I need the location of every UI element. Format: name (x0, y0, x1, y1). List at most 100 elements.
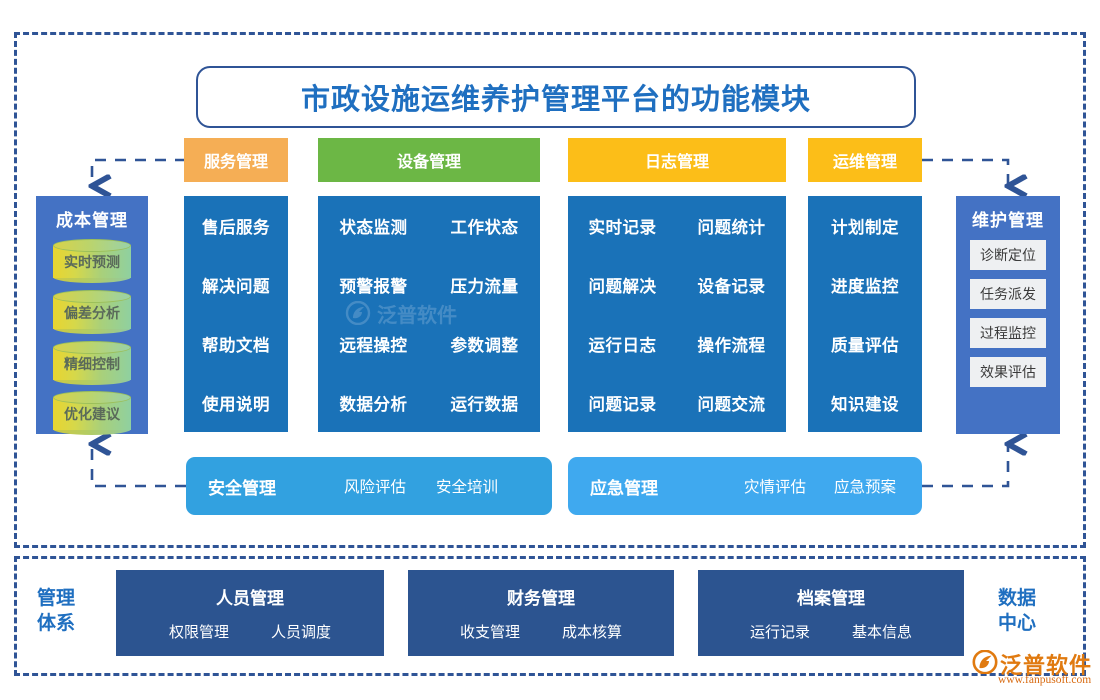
personnel-items: 权限管理 人员调度 (169, 621, 331, 642)
tab-service-label: 服务管理 (203, 154, 268, 171)
module-item[interactable]: 帮助文档 (202, 336, 270, 355)
module-item[interactable]: 实时记录 (588, 218, 657, 237)
module-item[interactable]: 数据分析 (339, 395, 408, 414)
emergency-management-row[interactable]: 应急管理 灾情评估 应急预案 (568, 457, 922, 515)
module-item[interactable]: 质量评估 (831, 336, 899, 355)
tab-log[interactable]: 日志管理 (568, 138, 786, 182)
cost-management-title: 成本管理 (56, 211, 128, 230)
panel-row: 状态监测 工作状态 (318, 196, 540, 255)
module-item[interactable]: 预警报警 (339, 277, 408, 296)
cost-item-label: 精细控制 (64, 355, 120, 372)
safety-item[interactable]: 安全培训 (436, 479, 499, 496)
cost-cylinder[interactable]: 实时预测 (53, 239, 131, 283)
safety-item[interactable]: 风险评估 (344, 479, 407, 496)
cylinder-top (53, 239, 131, 252)
logo-text: 泛普软件 (1000, 653, 1093, 678)
data-center-label-line1: 数据 (997, 588, 1036, 609)
diagram-title: 市政设施运维养护管理平台的功能模块 (300, 84, 811, 116)
panel-row: 问题解决 设备记录 (568, 255, 786, 314)
company-logo: 泛普软件 www.fanpusoft.com (972, 648, 1092, 694)
module-item[interactable]: 参数调整 (450, 336, 519, 355)
diagram-title-box: 市政设施运维养护管理平台的功能模块 (196, 66, 916, 128)
panel-row: 实时记录 问题统计 (568, 196, 786, 255)
panel-equipment: 状态监测 工作状态 预警报警 压力流量 远程操控 参数调整 数据分析 运行数据 (318, 196, 540, 432)
management-system-label: 管理 体系 (30, 586, 82, 636)
personnel-item[interactable]: 人员调度 (271, 624, 332, 641)
panel-row: 售后服务 (184, 196, 288, 255)
panel-row: 解决问题 (184, 255, 288, 314)
archive-management-box[interactable]: 档案管理 运行记录 基本信息 (698, 570, 964, 656)
module-item[interactable]: 使用说明 (202, 395, 270, 414)
panel-row: 进度监控 (808, 255, 922, 314)
module-item[interactable]: 设备记录 (697, 277, 766, 296)
module-item[interactable]: 问题交流 (697, 395, 766, 414)
maintenance-management-column: 维护管理 诊断定位 任务派发 过程监控 效果评估 (956, 196, 1060, 434)
panel-row: 帮助文档 (184, 314, 288, 373)
module-item[interactable]: 操作流程 (697, 336, 766, 355)
module-item[interactable]: 问题统计 (697, 218, 766, 237)
cost-item-label: 偏差分析 (64, 304, 120, 321)
module-item[interactable]: 解决问题 (202, 277, 270, 296)
archive-items: 运行记录 基本信息 (750, 621, 912, 642)
module-item[interactable]: 运行数据 (450, 395, 519, 414)
safety-management-row[interactable]: 安全管理 风险评估 安全培训 (186, 457, 552, 515)
module-item[interactable]: 问题记录 (588, 395, 657, 414)
tab-ops[interactable]: 运维管理 (808, 138, 922, 182)
finance-item[interactable]: 成本核算 (562, 624, 623, 641)
cost-cylinder[interactable]: 精细控制 (53, 340, 131, 385)
cylinder-top (53, 340, 131, 354)
module-item[interactable]: 售后服务 (202, 218, 270, 237)
archive-item[interactable]: 运行记录 (749, 624, 810, 641)
maintenance-item[interactable]: 效果评估 (970, 357, 1046, 387)
archive-item[interactable]: 基本信息 (852, 624, 913, 641)
finance-item[interactable]: 收支管理 (459, 624, 520, 641)
panel-row: 质量评估 (808, 314, 922, 373)
emergency-item[interactable]: 灾情评估 (744, 479, 807, 496)
management-system-frame (14, 556, 1086, 676)
module-item[interactable]: 计划制定 (831, 218, 899, 237)
tab-ops-label: 运维管理 (832, 154, 897, 171)
module-item[interactable]: 运行日志 (588, 336, 657, 355)
panel-row: 预警报警 压力流量 (318, 255, 540, 314)
finance-management-box[interactable]: 财务管理 收支管理 成本核算 (408, 570, 674, 656)
cost-management-column: 成本管理 实时预测 偏差分析 精细控制 优化建议 (36, 196, 148, 436)
cost-cylinder[interactable]: 偏差分析 (53, 289, 131, 334)
panel-log: 实时记录 问题统计 问题解决 设备记录 运行日志 操作流程 问题记录 问题交流 (568, 196, 786, 432)
maintenance-management-title: 维护管理 (972, 211, 1044, 230)
module-item[interactable]: 状态监测 (339, 218, 408, 237)
finance-management-title: 财务管理 (507, 589, 575, 608)
management-system-label-line1: 管理 (36, 588, 75, 609)
panel-ops: 计划制定 进度监控 质量评估 知识建设 (808, 196, 922, 432)
module-item[interactable]: 知识建设 (831, 395, 899, 414)
logo-url: www.fanpusoft.com (998, 674, 1092, 686)
emergency-item[interactable]: 应急预案 (834, 479, 897, 496)
safety-management-title: 安全管理 (208, 478, 276, 498)
emergency-management-title: 应急管理 (590, 478, 658, 498)
maintenance-item[interactable]: 过程监控 (970, 318, 1046, 348)
cylinder-top (53, 391, 131, 405)
module-item[interactable]: 工作状态 (450, 218, 519, 237)
archive-management-title: 档案管理 (797, 589, 865, 608)
personnel-management-box[interactable]: 人员管理 权限管理 人员调度 (116, 570, 384, 656)
module-item[interactable]: 压力流量 (450, 277, 519, 296)
module-item[interactable]: 进度监控 (831, 277, 899, 296)
panel-row: 使用说明 (184, 373, 288, 432)
data-center-label-line2: 中心 (997, 613, 1036, 634)
functional-modules-frame (14, 32, 1086, 548)
finance-items: 收支管理 成本核算 (460, 621, 622, 642)
module-item[interactable]: 问题解决 (588, 277, 657, 296)
management-system-label-line2: 体系 (36, 613, 75, 634)
cost-cylinder[interactable]: 优化建议 (53, 391, 131, 436)
tab-equipment[interactable]: 设备管理 (318, 138, 540, 182)
tab-service[interactable]: 服务管理 (184, 138, 288, 182)
cylinder-top (53, 289, 131, 303)
data-center-label: 数据 中心 (988, 586, 1046, 636)
module-item[interactable]: 远程操控 (339, 336, 408, 355)
personnel-management-title: 人员管理 (216, 589, 284, 608)
maintenance-item[interactable]: 诊断定位 (970, 240, 1046, 270)
watermark-text: 泛普软件 (377, 304, 457, 327)
maintenance-item[interactable]: 任务派发 (970, 279, 1046, 309)
logo-mark-icon (972, 650, 998, 674)
personnel-item[interactable]: 权限管理 (168, 624, 229, 641)
